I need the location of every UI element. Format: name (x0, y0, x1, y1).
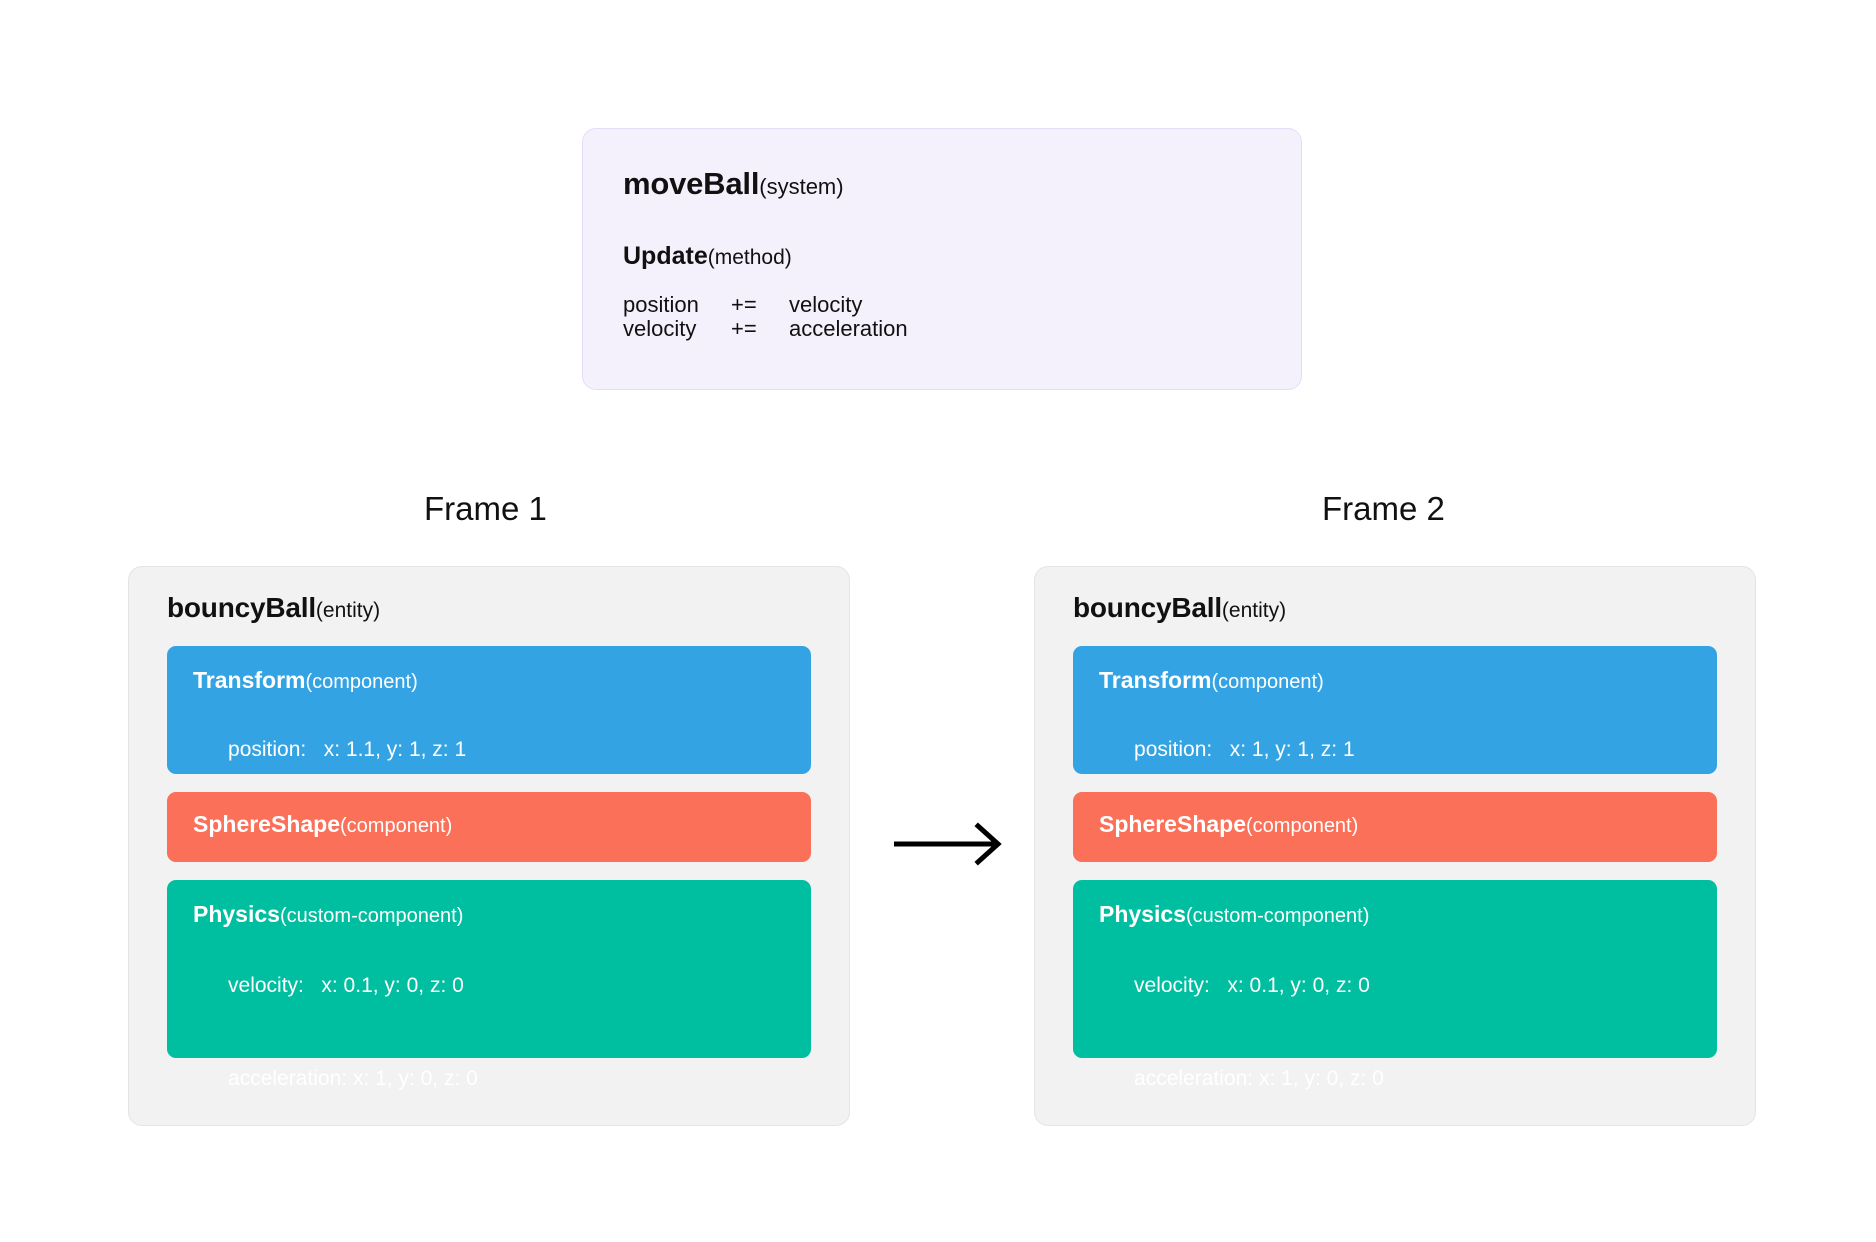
component-transform: Transform(component) position: x: 1.1, y… (167, 645, 811, 774)
component-sphereshape: SphereShape(component) (1073, 791, 1717, 862)
frame-transition-arrow (890, 812, 1010, 876)
entity-name: bouncyBall (1073, 592, 1222, 623)
frame-label-1: Frame 1 (424, 490, 547, 527)
entity-card-frame-2: bouncyBall(entity) Transform(component) … (1034, 566, 1756, 1126)
entity-name: bouncyBall (167, 592, 316, 623)
code-rhs: acceleration (789, 316, 908, 342)
component-name: Physics (1099, 900, 1186, 927)
method-title: Update(method) (623, 242, 1261, 271)
component-transform: Transform(component) position: x: 1, y: … (1073, 645, 1717, 774)
method-name: Update (623, 242, 708, 271)
field-key: acceleration: (1134, 1067, 1254, 1091)
entity-card-frame-1: bouncyBall(entity) Transform(component) … (128, 566, 850, 1126)
component-title: Physics(custom-component) (193, 900, 785, 927)
component-name: SphereShape (1099, 810, 1246, 837)
field-value: x: 0.1, y: 0, z: 0 (1227, 974, 1370, 998)
field-key: acceleration: (228, 1067, 348, 1091)
component-kind-label: (component) (1246, 814, 1359, 837)
field-value: x: 1, y: 0, z: 0 (1258, 1067, 1384, 1091)
component-kind-label: (component) (340, 814, 453, 837)
field-key: velocity: (228, 974, 304, 998)
system-title: moveBall(system) (623, 166, 1261, 201)
field-value: x: 1.1, y: 1, z: 1 (323, 738, 467, 762)
code-line: velocity += acceleration (623, 317, 1261, 342)
component-title: SphereShape(component) (193, 810, 785, 837)
code-lhs: velocity (623, 316, 697, 342)
component-title: Transform(component) (1099, 666, 1691, 693)
component-kind-label: (component) (1211, 670, 1324, 693)
component-title: Transform(component) (193, 666, 785, 693)
system-name: moveBall (623, 166, 760, 201)
entity-title: bouncyBall(entity) (1073, 592, 1717, 624)
component-field-row: position: x: 1, y: 1, z: 1 (1099, 715, 1691, 784)
component-field-row: position: x: 1.1, y: 1, z: 1 (193, 715, 785, 784)
method-kind-label: (method) (707, 246, 792, 270)
component-field-row: velocity: x: 0.1, y: 0, z: 0 (193, 951, 785, 1020)
component-kind-label: (component) (305, 670, 418, 693)
field-value: x: 1, y: 1, z: 1 (1229, 738, 1355, 762)
method-code-block: position += velocity velocity += acceler… (623, 291, 1261, 342)
component-field-row: acceleration: x: 1, y: 0, z: 0 (1099, 1044, 1691, 1113)
component-name: Transform (193, 666, 306, 693)
entity-kind-label: (entity) (1221, 599, 1287, 622)
entity-title: bouncyBall(entity) (167, 592, 811, 624)
code-rhs: velocity (789, 291, 863, 317)
component-title: Physics(custom-component) (1099, 900, 1691, 927)
component-kind-label: (custom-component) (279, 904, 464, 927)
field-key: velocity: (1134, 974, 1210, 998)
component-physics: Physics(custom-component) velocity: x: 0… (167, 879, 811, 1090)
arrow-right-icon (894, 822, 1002, 866)
code-operator: += (731, 316, 757, 342)
code-line: position += velocity (623, 291, 1261, 318)
system-box: moveBall(system) Update(method) position… (582, 128, 1302, 390)
entity-kind-label: (entity) (315, 599, 381, 622)
component-sphereshape: SphereShape(component) (167, 791, 811, 862)
component-field-row: acceleration: x: 1, y: 0, z: 0 (193, 1044, 785, 1113)
field-value: x: 1, y: 0, z: 0 (352, 1067, 478, 1091)
field-key: position: (1134, 738, 1213, 762)
field-value: x: 0.1, y: 0, z: 0 (321, 974, 464, 998)
field-key: position: (228, 738, 307, 762)
code-lhs: position (623, 291, 699, 317)
component-physics: Physics(custom-component) velocity: x: 0… (1073, 879, 1717, 1090)
component-kind-label: (custom-component) (1185, 904, 1370, 927)
component-name: Transform (1099, 666, 1212, 693)
component-title: SphereShape(component) (1099, 810, 1691, 837)
component-name: SphereShape (193, 810, 340, 837)
component-name: Physics (193, 900, 280, 927)
system-kind-label: (system) (759, 174, 844, 199)
code-operator: += (731, 291, 757, 317)
frame-label-2: Frame 2 (1322, 490, 1445, 527)
component-field-row: velocity: x: 0.1, y: 0, z: 0 (1099, 951, 1691, 1020)
